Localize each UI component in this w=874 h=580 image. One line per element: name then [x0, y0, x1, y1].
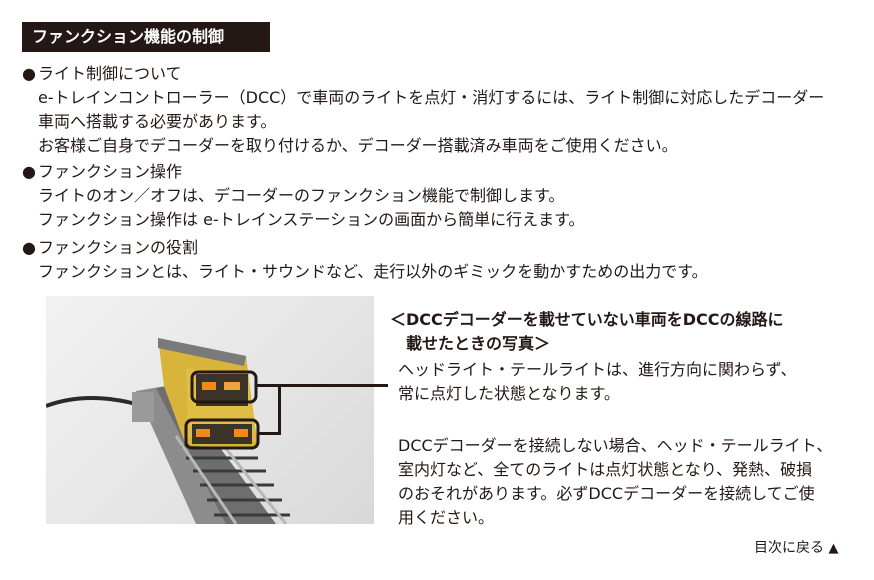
section-light-control: ●ライト制御について e-トレインコントローラー（DCC）で車両のライトを点灯・…	[22, 62, 824, 158]
bullet-icon: ●	[22, 64, 36, 83]
bullet-icon: ●	[22, 162, 36, 181]
train-photo-illustration	[46, 338, 290, 524]
back-to-toc-link[interactable]: 目次に戻る ▲	[754, 540, 839, 556]
body-line: ライトのオン／オフは、デコーダーのファンクション機能で制御します。	[38, 186, 565, 205]
body-line: ファンクションとは、ライト・サウンドなど、走行以外のギミックを動かすための出力で…	[38, 262, 708, 281]
callout-line	[258, 432, 281, 435]
section-title: ●ファンクションの役割	[22, 236, 708, 260]
section-function-role: ●ファンクションの役割 ファンクションとは、ライト・サウンドなど、走行以外のギミ…	[22, 236, 708, 284]
train-photo	[46, 296, 374, 524]
section-header: ファンクション機能の制御	[22, 22, 270, 52]
section-function-operation: ●ファンクション操作 ライトのオン／オフは、デコーダーのファンクション機能で制御…	[22, 160, 584, 232]
callout-line	[256, 384, 280, 387]
body-line: e-トレインコントローラー（DCC）で車両のライトを点灯・消灯するには、ライト制…	[38, 88, 825, 107]
section-title: ●ライト制御について	[22, 62, 824, 86]
photo-caption-title: ＜DCCデコーダーを載せていない車両をDCCの線路に 載せたときの写真＞	[390, 310, 784, 353]
callout-line	[280, 384, 388, 387]
bullet-icon: ●	[22, 238, 36, 257]
triangle-up-icon: ▲	[828, 541, 839, 556]
body-line: 車両へ搭載する必要があります。	[38, 112, 277, 131]
section-title: ●ファンクション操作	[22, 160, 584, 184]
body-line: お客様ご自身でデコーダーを取り付けるか、デコーダー搭載済み車両をご使用ください。	[38, 136, 678, 155]
body-line: ファンクション操作は e-トレインステーションの画面から簡単に行えます。	[38, 210, 585, 229]
photo-caption-paragraph: DCCデコーダーを接続しない場合、ヘッド・テールライト、 室内灯など、全てのライ…	[398, 436, 833, 527]
callout-line	[278, 384, 281, 434]
photo-caption-paragraph: ヘッドライト・テールライトは、進行方向に関わらず、 常に点灯した状態となります。	[398, 360, 797, 403]
